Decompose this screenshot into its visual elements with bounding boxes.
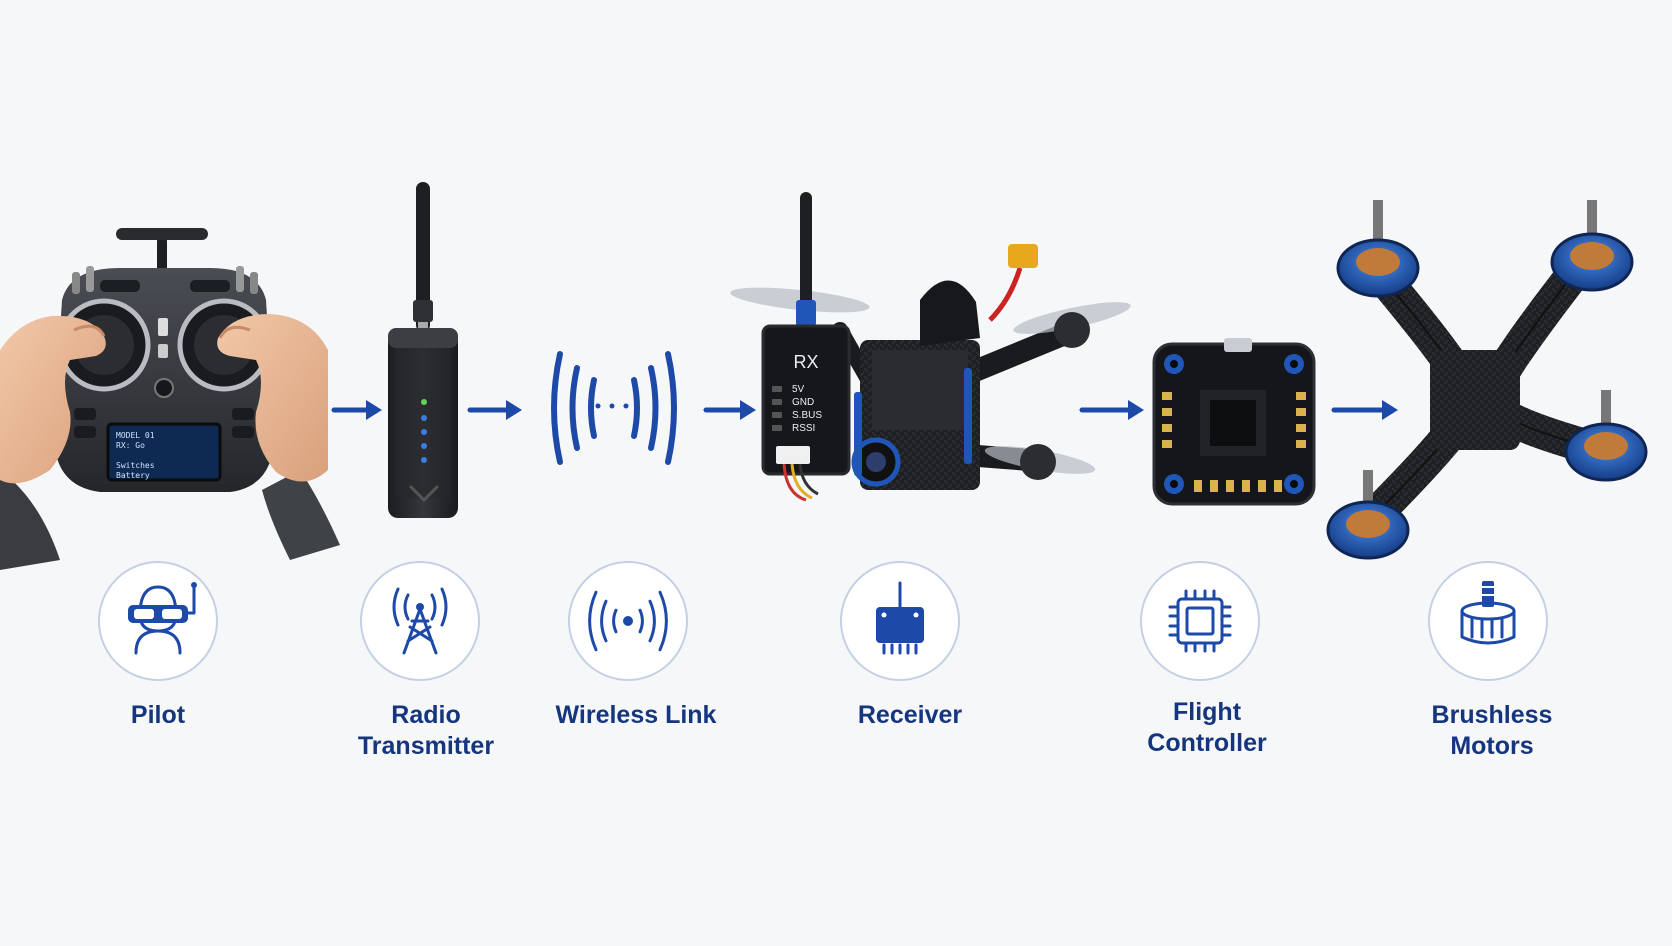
- motor-front-right: [1550, 200, 1634, 292]
- receiver-title: RX: [793, 352, 818, 372]
- receiver-pin-label: RSSI: [792, 423, 815, 434]
- receiver-pin-label: S.BUS: [792, 410, 822, 421]
- controller-screen-line: RX: Go: [116, 441, 145, 450]
- flow-arrow: [1079, 400, 1144, 420]
- receiver-pin-header: [772, 412, 782, 418]
- label-receiver: Receiver: [857, 701, 963, 729]
- wireless-signal-icon: [568, 561, 688, 681]
- label-wireless-link: Wireless Link: [555, 701, 717, 729]
- receiver-pin-list: 5V GND S.BUS RSSI: [772, 384, 822, 434]
- microchip-icon: [1140, 561, 1260, 681]
- flight-controller-illustration: [1152, 338, 1316, 506]
- flow-arrow: [467, 400, 522, 420]
- receiver-pin-header: [772, 425, 782, 431]
- flow-arrow: [703, 400, 756, 420]
- motor-front-left: [1336, 200, 1420, 298]
- flow-arrow: [1331, 400, 1398, 420]
- label-pilot: Pilot: [130, 701, 186, 729]
- receiver-pin-header: [772, 386, 782, 392]
- motor-rear-left: [1326, 470, 1410, 560]
- receiver-module-icon: [840, 561, 960, 681]
- pilot-fpv-goggles-icon: [98, 561, 218, 681]
- receiver-pin-label: GND: [792, 397, 814, 408]
- receiver-pin-header: [772, 399, 782, 405]
- radio-transmitter-illustration: [388, 182, 458, 518]
- flow-arrow: [331, 400, 382, 420]
- brushless-motors-illustration: [1326, 200, 1648, 560]
- wireless-waves-illustration: [551, 351, 677, 465]
- radio-tower-icon: [360, 561, 480, 681]
- controller-screen-line: MODEL 01: [116, 431, 155, 440]
- receiver-pin-label: 5V: [792, 384, 805, 395]
- brushless-motor-icon: [1428, 561, 1548, 681]
- flow-arrows: [331, 400, 1398, 420]
- controller-screen-line: Switches: [116, 461, 155, 470]
- controller-screen-line: Battery: [116, 471, 150, 480]
- receiver-on-drone-illustration: RX 5V GND S.BUS RSSI: [730, 192, 1131, 502]
- motor-rear-right: [1564, 390, 1648, 482]
- stage-icon-row: [98, 561, 1548, 681]
